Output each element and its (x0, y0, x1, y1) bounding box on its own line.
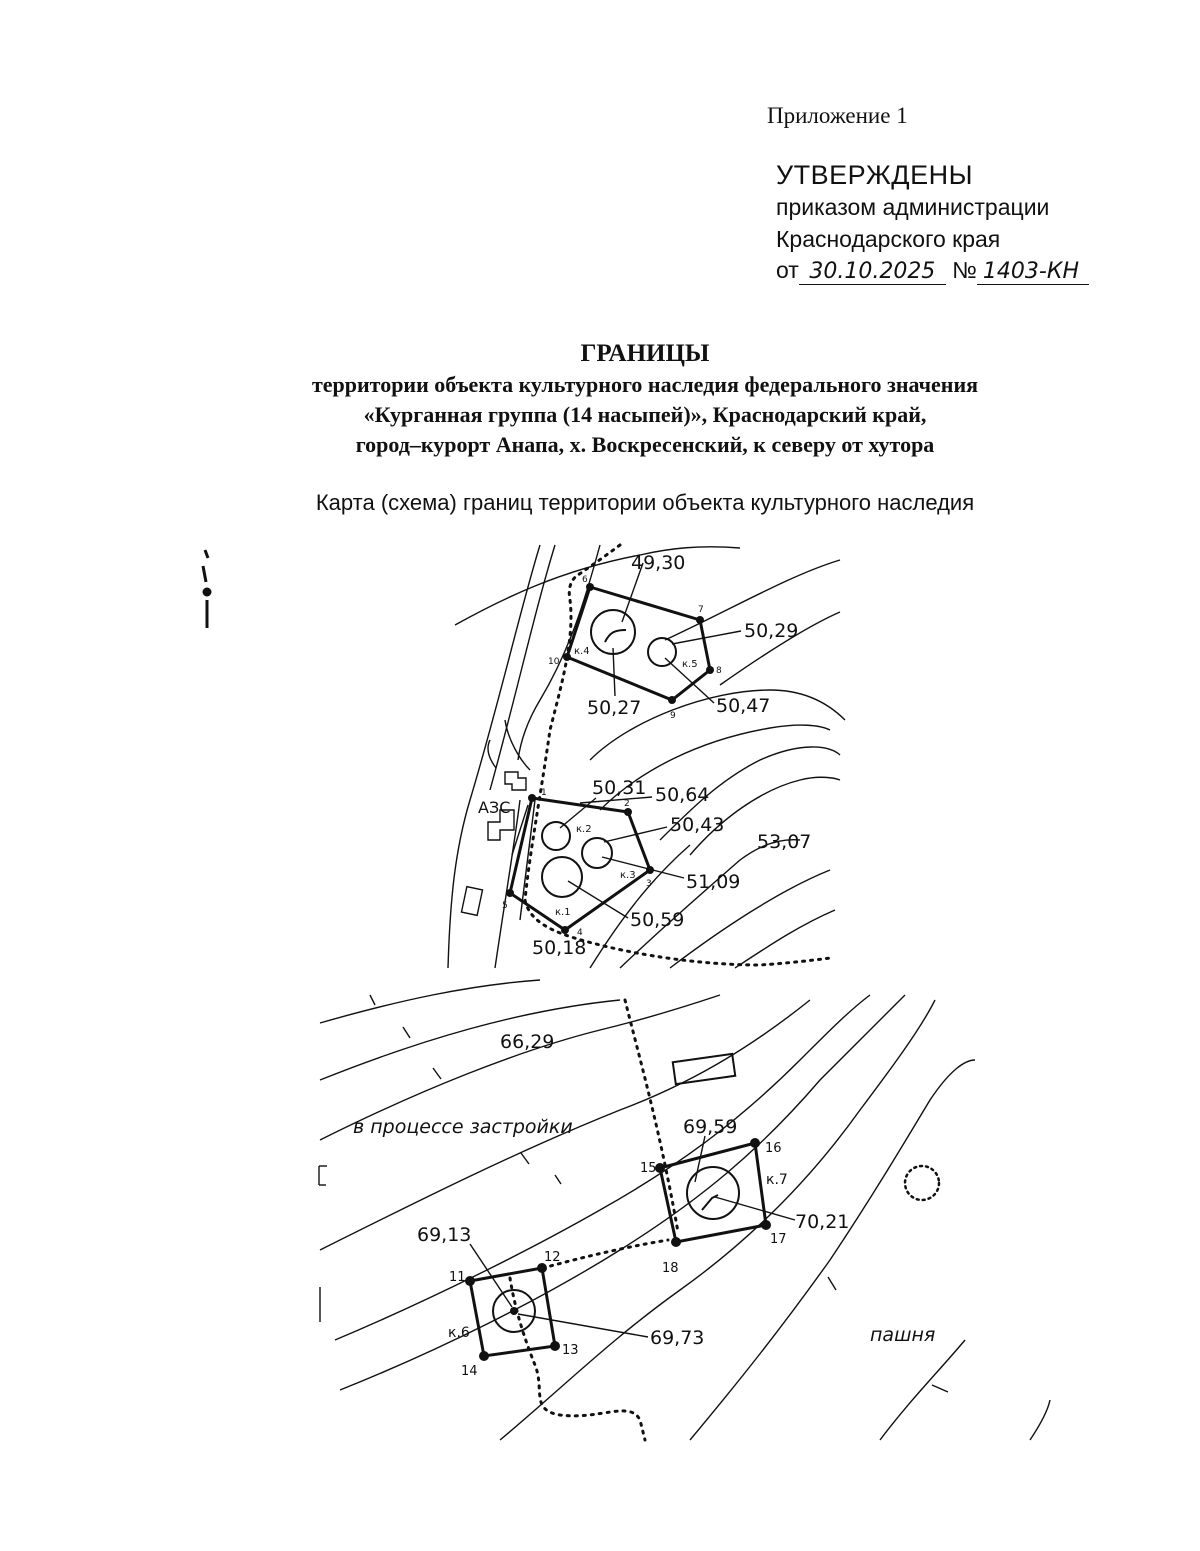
mound-label: к.3 (620, 870, 636, 881)
vertex-number: 18 (662, 1261, 679, 1276)
leader-lines-lower (469, 1135, 796, 1338)
vertex-number: 10 (548, 657, 560, 667)
appendix-label: Приложение 1 (767, 103, 908, 128)
boundary-polygon-upper-north (565, 585, 712, 702)
order-issuer-line2: Краснодарского края (776, 226, 1001, 252)
elevation-label: 50,29 (744, 620, 798, 642)
elevation-label: 49,30 (631, 552, 685, 574)
subtitle-line-3: город–курорт Анапа, х. Воскресенский, к … (355, 432, 935, 457)
elevation-label: 53,07 (757, 831, 811, 853)
vertex-number: 5 (502, 901, 508, 911)
vertex-number: 11 (449, 1270, 466, 1285)
vertex-number: 4 (577, 928, 583, 938)
mound-label: к.5 (682, 659, 698, 670)
contour-lines-lower (319, 979, 1051, 1441)
mound-label: к.1 (555, 907, 571, 918)
road-edges (447, 544, 601, 969)
map-caption: Карта (схема) границ территории объекта … (315, 490, 975, 515)
field-note: пашня (870, 1324, 935, 1346)
elevation-label: 69,73 (650, 1327, 704, 1349)
subtitle-line-2: «Курганная группа (14 насыпей)», Краснод… (363, 402, 927, 427)
mound-label: к.2 (576, 824, 592, 835)
vertex-number: 6 (582, 575, 588, 585)
vertex-points-lower (465, 1138, 771, 1361)
vertex-number: 12 (544, 1250, 561, 1265)
approved-heading: УТВЕРЖДЕНЫ (776, 160, 973, 190)
boundary-polygon-upper-south (508, 796, 652, 932)
building-outline (671, 1052, 737, 1086)
elevation-label: 50,64 (655, 784, 709, 806)
vertex-number: 7 (698, 605, 704, 615)
elevation-label: 69,59 (683, 1116, 737, 1138)
vertex-number: 3 (646, 879, 652, 889)
elevation-label: 50,59 (630, 909, 684, 931)
elevation-label: 51,09 (686, 871, 740, 893)
contour-ticks (318, 994, 949, 1393)
vertex-number: 8 (716, 666, 722, 676)
gas-station-label: АЗС (478, 798, 510, 817)
vertex-number: 9 (670, 711, 676, 721)
subtitle-line-1: территории объекта культурного наследия … (311, 372, 979, 397)
elevation-label: 50,27 (587, 697, 641, 719)
elevation-label: 50,43 (670, 814, 724, 836)
dotted-track-lower (508, 998, 680, 1442)
north-arrow-icon (201, 549, 212, 628)
leader-lines-upper (511, 562, 742, 919)
order-number: 1403-КН (976, 259, 1089, 285)
vertex-number: 13 (562, 1343, 579, 1358)
dotted-track-upper (523, 543, 832, 967)
document-title: ГРАНИЦЫ (580, 340, 710, 367)
elevation-label: 66,29 (500, 1031, 554, 1053)
well-symbol (903, 1164, 941, 1202)
vertex-points-upper (506, 583, 714, 934)
mound-label: к.6 (448, 1325, 470, 1341)
lower-map-fragment: 66,29 69,59 70,21 69,13 69,73 в процессе… (318, 979, 1051, 1442)
vertex-number: 1 (541, 788, 547, 798)
elevation-label: 50,31 (592, 777, 646, 799)
elevation-label: 50,47 (716, 695, 770, 717)
gas-station-outline (460, 739, 527, 917)
vertex-number: 2 (624, 799, 630, 809)
elevation-label: 50,18 (532, 937, 586, 959)
mound-circles-lower (492, 1166, 740, 1333)
order-issuer-line1: приказом администрации (776, 194, 1050, 220)
order-date-prefix: от (776, 257, 799, 283)
contour-lines-upper (454, 546, 846, 969)
mound-circles-upper (541, 609, 677, 898)
vertex-number: 17 (770, 1232, 787, 1247)
order-date: 30.10.2025 (798, 259, 946, 285)
construction-note: в процессе застройки (353, 1116, 573, 1138)
vertex-number: 14 (461, 1364, 478, 1379)
vertex-number: 15 (640, 1161, 657, 1176)
elevation-label: 69,13 (417, 1224, 471, 1246)
order-number-prefix: № (952, 257, 977, 283)
upper-map-fragment: АЗС (447, 543, 846, 969)
mound-label: к.4 (574, 646, 590, 657)
elevation-label: 70,21 (795, 1211, 849, 1233)
mound-label: к.7 (766, 1172, 788, 1188)
vertex-number: 16 (765, 1141, 782, 1156)
